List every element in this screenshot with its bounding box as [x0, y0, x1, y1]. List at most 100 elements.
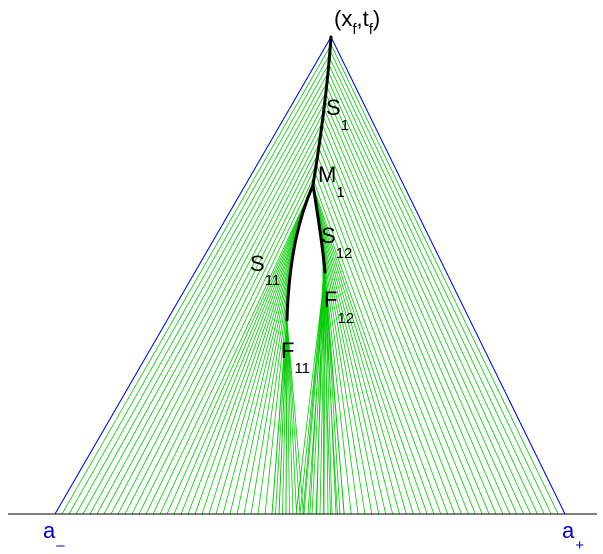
ray-fan-f11-2	[278, 319, 288, 515]
ray-right-1	[330, 43, 559, 515]
ray-right-21	[313, 190, 421, 515]
ray-right-22	[314, 194, 414, 515]
ray-right-13	[320, 131, 476, 515]
ray-left-10	[124, 132, 322, 515]
ray-left-13	[145, 164, 317, 515]
characteristic-rays	[54, 36, 566, 515]
ray-right-8	[325, 93, 511, 515]
ray-left-14	[152, 175, 315, 515]
ray-left-21	[201, 219, 302, 515]
ray-right-25	[316, 207, 393, 515]
ray-left-20	[194, 213, 303, 515]
ray-fan-f12-6	[323, 271, 326, 515]
ray-left-8	[110, 112, 324, 515]
ray-fan-f12-11	[324, 271, 345, 515]
ray-fan-f11-7	[286, 319, 297, 515]
ray-left-22	[208, 225, 300, 515]
ray-right-3	[329, 57, 545, 515]
ray-fan-f12-10	[324, 271, 341, 515]
ray-left-17	[173, 195, 309, 515]
ray-right-9	[324, 100, 504, 515]
ray-left-23	[215, 232, 298, 515]
ray-fan-f11-5	[286, 319, 290, 515]
ray-right-6	[327, 78, 524, 515]
endpoint-label-f12: F12	[324, 287, 354, 327]
ray-fan-f12-7	[324, 271, 329, 515]
ray-left-12	[138, 153, 319, 515]
ray-right-28	[318, 220, 373, 515]
ray-right-10	[323, 108, 497, 515]
ray-right-4	[328, 64, 538, 515]
shock-label-s12: S12	[321, 223, 352, 262]
ray-right-24	[315, 202, 400, 515]
triangle-right-edge	[330, 36, 566, 515]
ray-right-14	[319, 139, 469, 515]
shock-curves	[285, 35, 333, 322]
ray-left-7	[103, 102, 326, 515]
ray-left-19	[187, 207, 305, 515]
ray-right-26	[316, 211, 387, 515]
shock-label-s11: S11	[250, 251, 280, 289]
ray-left-30	[264, 289, 290, 515]
ray-left-24	[222, 239, 297, 515]
ray-fan-f12-0	[299, 271, 326, 515]
ray-fan-f11-8	[286, 319, 301, 515]
endpoint-label-f11: F11	[281, 338, 310, 377]
ray-fan-f11-9	[286, 319, 304, 515]
shock-curve-s11	[285, 183, 315, 322]
ray-fan-f12-1	[303, 271, 326, 515]
ray-right-16	[317, 155, 455, 515]
ray-right-12	[321, 123, 483, 515]
ray-left-2	[68, 54, 330, 515]
ray-left-25	[229, 247, 295, 515]
ray-fan-f11-3	[282, 319, 288, 515]
ray-right-27	[317, 215, 380, 515]
ray-left-26	[236, 255, 294, 515]
shock-curve-s1	[311, 35, 333, 187]
ray-left-1	[61, 45, 331, 515]
ray-right-11	[322, 115, 490, 515]
ray-right-20	[312, 186, 428, 515]
triangle-left-edge	[54, 36, 332, 515]
ray-left-16	[166, 190, 311, 515]
ray-fan-f12-9	[324, 271, 337, 515]
merge-point-label-m1: M1	[318, 162, 345, 201]
ray-right-2	[329, 50, 552, 515]
ray-right-29	[318, 224, 366, 515]
ray-left-15	[159, 185, 314, 515]
ray-fan-f11-1	[275, 319, 288, 515]
base-label-a-minus: a–	[43, 518, 65, 554]
ray-left-28	[250, 271, 291, 515]
ray-fan-f12-3	[311, 271, 326, 515]
shock-curve-s12	[311, 183, 327, 274]
ray-right-39	[295, 271, 326, 515]
ray-right-7	[326, 85, 518, 515]
ray-left-6	[96, 92, 327, 515]
ray-left-9	[117, 122, 323, 515]
shock-label-s1: S1	[326, 95, 349, 134]
ray-fan-f12-5	[319, 271, 326, 515]
apex-label: (xf,tf)	[334, 6, 380, 38]
ray-right-19	[313, 180, 435, 515]
ray-left-4	[82, 73, 329, 515]
ray-right-15	[318, 147, 462, 515]
ray-right-30	[319, 229, 359, 515]
ray-fan-f12-8	[324, 271, 333, 515]
ray-right-18	[314, 172, 442, 515]
ray-left-29	[257, 280, 290, 515]
ray-fan-f12-2	[307, 271, 326, 515]
ray-right-5	[327, 71, 531, 515]
ray-fan-f11-6	[286, 319, 294, 515]
ray-right-17	[315, 163, 449, 515]
ray-left-11	[131, 143, 320, 515]
ray-left-27	[243, 263, 293, 515]
ray-left-18	[180, 201, 307, 515]
ray-left-5	[89, 82, 328, 515]
ray-fan-f11-0	[271, 319, 288, 515]
ray-left-3	[75, 63, 330, 515]
base-label-a-plus: a+	[562, 518, 584, 554]
ray-right-23	[314, 198, 407, 515]
ray-fan-f11-4	[285, 319, 288, 515]
ray-fan-f12-4	[315, 271, 326, 515]
